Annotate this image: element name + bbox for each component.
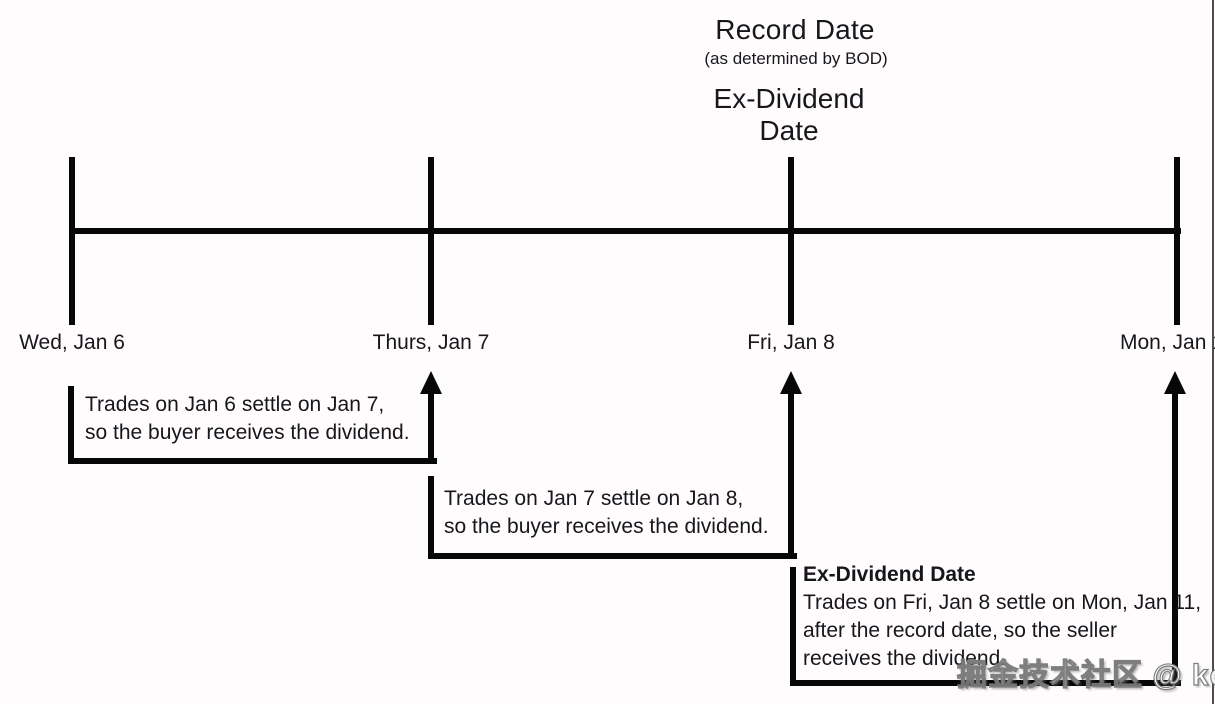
annotation2-arrow-shaft <box>788 392 794 553</box>
date-label-thurs-jan7: Thurs, Jan 7 <box>372 331 490 354</box>
tick-wed-jan6 <box>69 157 75 325</box>
annotation1-line1: Trades on Jan 6 settle on Jan 7, <box>85 393 385 416</box>
annotation3-bracket <box>790 567 1181 686</box>
annotation1-text: Trades on Jan 6 settle on Jan 7, so the … <box>85 391 410 447</box>
annotation3-line3: receives the dividend. <box>803 647 1007 670</box>
date-label-wed-jan6: Wed, Jan 6 <box>19 331 125 354</box>
frame-right-edge <box>1212 0 1214 704</box>
annotation2-arrowhead-icon <box>780 371 802 394</box>
annotation3-title: Ex-Dividend Date <box>803 563 976 586</box>
annotation3-text: Ex-Dividend Date Trades on Fri, Jan 8 se… <box>803 561 1201 673</box>
annotation3-arrow-shaft <box>1172 392 1178 680</box>
annotation2-bracket <box>428 476 797 559</box>
annotation3-line1: Trades on Fri, Jan 8 settle on Mon, Jan … <box>803 591 1202 614</box>
annotation1-line2: so the buyer receives the dividend. <box>85 421 410 444</box>
date-label-fri-jan8: Fri, Jan 8 <box>747 331 835 354</box>
record-date-subheading: (as determined by BOD) <box>704 49 888 68</box>
annotation2-line1: Trades on Jan 7 settle on Jan 8, <box>444 487 744 510</box>
annotation1-arrowhead-icon <box>420 371 442 394</box>
tick-mon-jan11 <box>1174 157 1180 325</box>
ex-dividend-heading: Ex-Dividend Date <box>714 83 865 147</box>
tick-fri-jan8 <box>788 157 794 325</box>
annotation2-line2: so the buyer receives the dividend. <box>444 515 769 538</box>
annotation3-line2: after the record date, so the seller <box>803 619 1118 642</box>
annotation1-bracket <box>68 386 437 464</box>
date-label-mon-jan11: Mon, Jan 11 <box>1119 331 1215 354</box>
ex-dividend-heading-line2: Date <box>759 115 819 146</box>
timeline-axis <box>69 228 1181 234</box>
watermark: 掘金技术社区 @ kerli <box>956 658 1215 692</box>
tick-thurs-jan7 <box>428 157 434 325</box>
ex-dividend-heading-line1: Ex-Dividend <box>713 83 865 114</box>
annotation3-arrowhead-icon <box>1164 371 1186 394</box>
annotation1-arrow-shaft <box>428 392 434 458</box>
record-date-heading: Record Date <box>715 14 875 45</box>
annotation2-text: Trades on Jan 7 settle on Jan 8, so the … <box>444 485 769 541</box>
